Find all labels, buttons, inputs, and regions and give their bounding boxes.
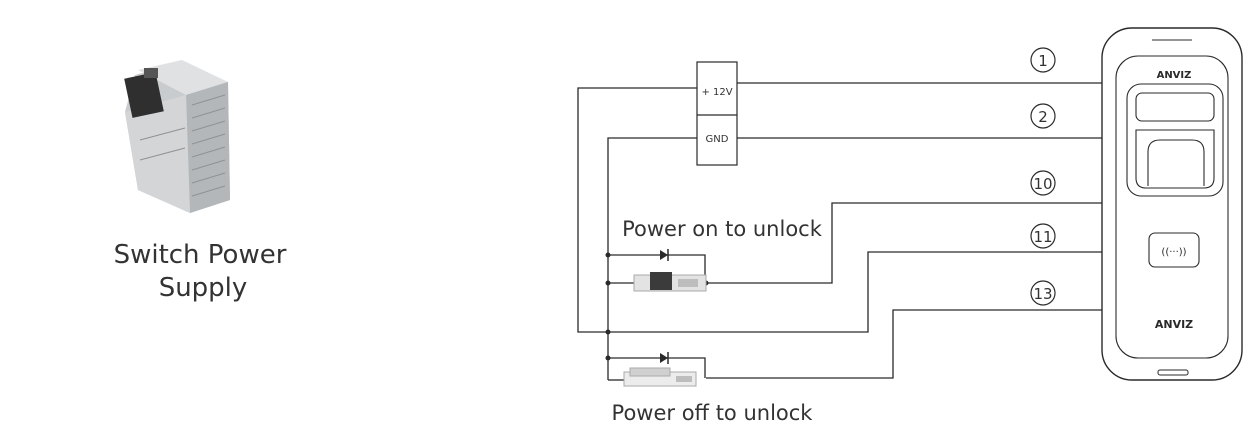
wire-gnd-left (607, 137, 697, 380)
pin-10-label: 10 (1030, 170, 1056, 196)
pin-1-label: 1 (1030, 47, 1056, 73)
device-brand-top: ANVIZ (1157, 70, 1192, 81)
psu-caption-line2: Supply (159, 273, 248, 303)
wire-pin10 (706, 202, 1102, 284)
wire-pin13 (706, 309, 1102, 379)
svg-text:13: 13 (1033, 285, 1052, 303)
rfid-icon: ((···)) (1161, 247, 1186, 258)
electric-strike-lock-image (633, 272, 707, 292)
electric-bolt-lock-image (623, 367, 697, 387)
power-off-unlock-label: Power off to unlock (612, 401, 814, 425)
diode-icon (660, 352, 669, 364)
terminal-block (696, 61, 738, 166)
switch-power-supply-image (124, 60, 230, 213)
junction-dots (605, 252, 709, 361)
pin-2-label: 2 (1030, 103, 1056, 129)
access-control-device (1101, 27, 1243, 381)
wires (577, 82, 1102, 381)
pin-11-label: 11 (1030, 223, 1056, 249)
pin-13-label: 13 (1030, 280, 1056, 306)
terminal-plus12v-label: + 12V (701, 87, 732, 98)
device-brand-logo: ANVIZ (1155, 318, 1193, 331)
wire-plus12v-left (577, 87, 1102, 333)
svg-text:1: 1 (1038, 52, 1048, 70)
terminal-gnd-label: GND (706, 134, 729, 145)
diode-icon (660, 249, 669, 261)
power-on-unlock-label: Power on to unlock (622, 217, 823, 241)
svg-text:2: 2 (1038, 108, 1048, 126)
svg-text:11: 11 (1033, 228, 1052, 246)
psu-caption-line1: Switch Power (114, 240, 287, 270)
svg-text:10: 10 (1033, 175, 1052, 193)
